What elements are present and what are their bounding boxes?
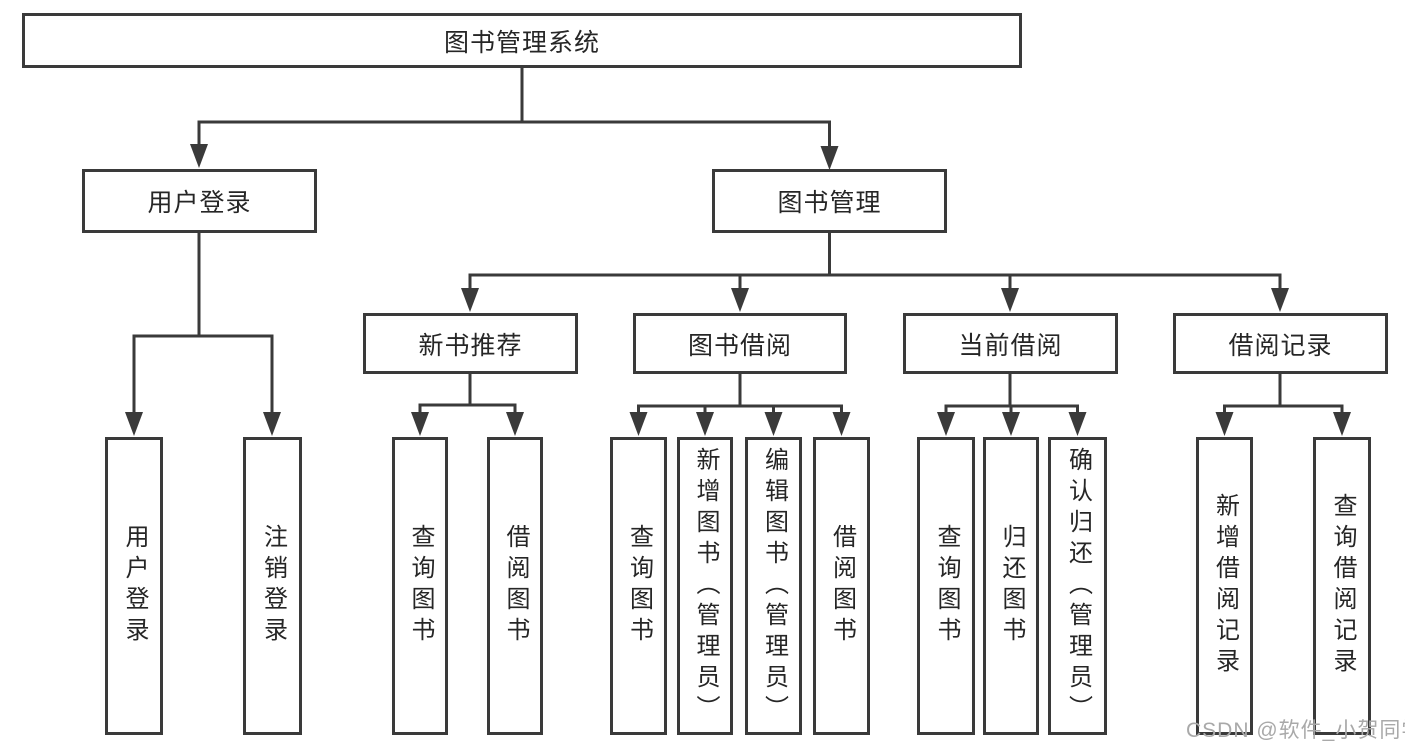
arrowhead bbox=[190, 144, 208, 168]
leaf-query-borrow-record: 查询借阅记录 bbox=[1313, 437, 1371, 735]
arrowhead bbox=[832, 412, 851, 436]
leaf-label: 查询图书 bbox=[407, 524, 434, 648]
leaf-edit-books-admin: 编辑图书（管理员） bbox=[745, 437, 802, 735]
connector-root-split bbox=[190, 68, 839, 170]
leaf-label: 归还图书 bbox=[998, 524, 1025, 648]
arrowhead bbox=[1002, 412, 1020, 436]
leaf-borrow-books-2: 借阅图书 bbox=[813, 437, 870, 735]
leaf-query-books-3: 查询图书 bbox=[917, 437, 975, 735]
connector-user-login-split bbox=[125, 233, 281, 436]
leaf-query-books-1: 查询图书 bbox=[392, 437, 448, 735]
arrowhead bbox=[1215, 412, 1234, 436]
leaf-add-borrow-record: 新增借阅记录 bbox=[1196, 437, 1253, 735]
leaf-label: 新增借阅记录 bbox=[1211, 493, 1239, 679]
watermark-text: CSDN @软件_小贺同学 bbox=[1186, 719, 1405, 742]
node-root-system: 图书管理系统 bbox=[22, 13, 1022, 68]
arrowhead bbox=[1001, 288, 1019, 312]
arrowhead bbox=[731, 288, 749, 312]
arrowhead bbox=[764, 412, 783, 436]
arrowhead bbox=[820, 146, 839, 170]
leaf-label: 确认归还（管理员） bbox=[1064, 446, 1092, 726]
arrowhead bbox=[411, 412, 429, 436]
arrowhead bbox=[1333, 412, 1351, 436]
node-user-login: 用户登录 bbox=[82, 169, 317, 233]
connector-current-borrow-split bbox=[937, 374, 1087, 436]
connector-borrow-records-split bbox=[1215, 374, 1351, 436]
connector-book-borrow-split bbox=[629, 374, 851, 436]
leaf-label: 查询图书 bbox=[625, 524, 653, 648]
leaf-borrow-books-1: 借阅图书 bbox=[487, 437, 543, 735]
connector-new-books-split bbox=[411, 374, 524, 436]
leaf-logout: 注销登录 bbox=[243, 437, 302, 735]
arrowhead bbox=[1068, 412, 1087, 436]
arrowhead bbox=[937, 412, 955, 436]
arrowhead bbox=[506, 412, 524, 436]
node-book-management: 图书管理 bbox=[712, 169, 947, 233]
leaf-label: 新增图书（管理员） bbox=[692, 446, 719, 726]
leaf-label: 借阅图书 bbox=[828, 524, 856, 648]
arrowhead bbox=[461, 288, 479, 312]
leaf-query-books-2: 查询图书 bbox=[610, 437, 667, 735]
leaf-label: 用户登录 bbox=[121, 524, 148, 648]
leaf-label: 注销登录 bbox=[259, 524, 287, 648]
leaf-confirm-return-admin: 确认归还（管理员） bbox=[1048, 437, 1107, 735]
leaf-add-books-admin: 新增图书（管理员） bbox=[677, 437, 733, 735]
arrowhead bbox=[125, 412, 143, 436]
arrowhead bbox=[1271, 288, 1289, 312]
leaf-label: 借阅图书 bbox=[502, 524, 529, 648]
leaf-label: 查询借阅记录 bbox=[1329, 493, 1356, 679]
leaf-user-login: 用户登录 bbox=[105, 437, 163, 735]
node-book-borrow: 图书借阅 bbox=[633, 313, 847, 374]
connector-book-mgmt-split bbox=[461, 233, 1289, 312]
arrowhead bbox=[263, 412, 281, 436]
leaf-label: 查询图书 bbox=[933, 524, 960, 648]
arrowhead bbox=[696, 412, 714, 436]
leaf-return-books: 归还图书 bbox=[983, 437, 1039, 735]
node-new-book-recommend: 新书推荐 bbox=[363, 313, 578, 374]
node-borrow-records: 借阅记录 bbox=[1173, 313, 1388, 374]
arrowhead bbox=[629, 412, 648, 436]
node-current-borrow: 当前借阅 bbox=[903, 313, 1118, 374]
leaf-label: 编辑图书（管理员） bbox=[760, 446, 788, 726]
